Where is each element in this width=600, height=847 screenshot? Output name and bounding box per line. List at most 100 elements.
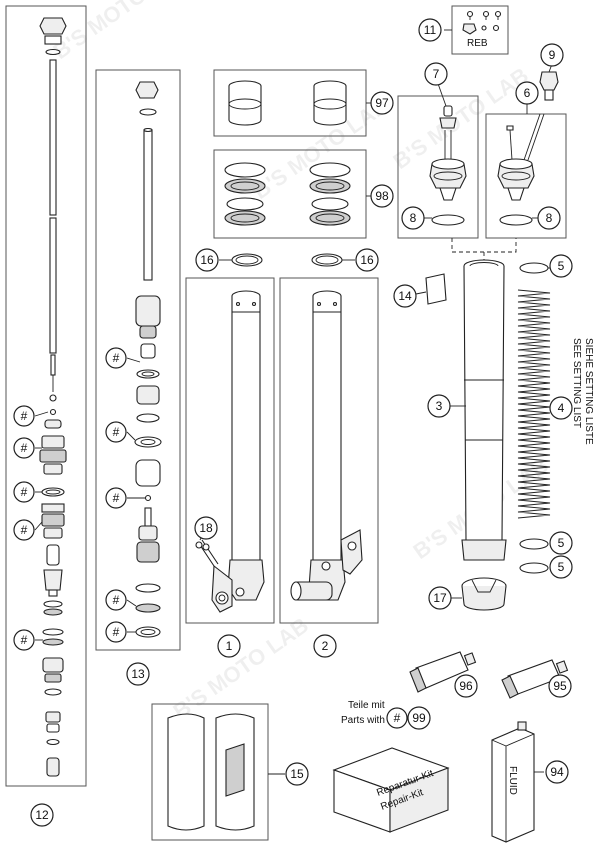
svg-text:96: 96 <box>459 679 473 693</box>
parts-note-de: Teile mit <box>348 700 385 711</box>
svg-text:9: 9 <box>549 48 556 62</box>
callout-94: 94 <box>545 760 569 784</box>
hash-callout: # <box>105 347 127 369</box>
spring-setting-label-de: SIEHE SETTING LISTE <box>583 338 594 445</box>
part-94-fluid-can: FLUID <box>491 721 544 843</box>
hash-callout: # <box>105 589 127 611</box>
group-11-reb-kit <box>444 5 509 55</box>
callout-6: 6 <box>515 81 539 105</box>
callout-12: 12 <box>30 803 54 827</box>
group-16-rings <box>219 253 355 267</box>
svg-text:#: # <box>21 441 28 455</box>
assembly-connector <box>451 238 517 262</box>
svg-text:4: 4 <box>558 401 565 415</box>
svg-text:13: 13 <box>131 667 145 681</box>
group-box <box>151 703 269 841</box>
svg-text:7: 7 <box>433 67 440 81</box>
group-4-spring <box>517 289 551 519</box>
callout-2: 2 <box>313 634 337 658</box>
callout-14: 14 <box>393 284 417 308</box>
svg-text:#: # <box>394 711 401 725</box>
svg-text:97: 97 <box>375 96 389 110</box>
callout-13: 13 <box>126 662 150 686</box>
part-14-sticker <box>415 273 447 305</box>
svg-text:8: 8 <box>546 211 553 225</box>
callout-98: 98 <box>370 184 394 208</box>
callout-4: 4 <box>549 396 573 420</box>
part-96-grease-tube <box>409 651 477 693</box>
spring-setting-label-en: SEE SETTING LIST <box>571 338 582 428</box>
callout-15: 15 <box>285 762 309 786</box>
group-box <box>185 277 275 624</box>
hash-callout: # <box>13 629 35 651</box>
group-3-inner-tube <box>450 259 507 561</box>
group-15-fork-guards <box>151 703 285 841</box>
callout-9: 9 <box>540 43 564 67</box>
callout-1: 1 <box>217 634 241 658</box>
group-5-clips <box>519 262 550 574</box>
svg-text:#: # <box>21 633 28 647</box>
part-17-top-cap <box>451 577 507 611</box>
callout-18: 18 <box>194 516 218 540</box>
group-box <box>397 95 479 239</box>
callout-16-right: 16 <box>355 248 379 272</box>
group-1-left-outer-tube <box>185 277 275 624</box>
group-box <box>5 5 87 787</box>
callout-8-right: 8 <box>537 206 561 230</box>
svg-text:#: # <box>113 625 120 639</box>
hash-callout: # <box>13 481 35 503</box>
callout-7: 7 <box>424 62 448 86</box>
svg-text:14: 14 <box>398 289 412 303</box>
group-12-cartridge <box>5 5 87 787</box>
repair-kit-box: Reparatur-Kit Repair-Kit <box>332 747 450 833</box>
hash-callout: # <box>105 621 127 643</box>
callout-11: 11 <box>418 18 442 42</box>
callout-96: 96 <box>454 674 478 698</box>
hash-callout: # <box>13 437 35 459</box>
svg-text:17: 17 <box>433 591 447 605</box>
callout-99: 99 <box>407 706 431 730</box>
hash-callout: # <box>13 519 35 541</box>
svg-text:2: 2 <box>322 639 329 653</box>
svg-text:#: # <box>21 523 28 537</box>
group-97-bushings <box>213 69 371 137</box>
svg-text:98: 98 <box>375 189 389 203</box>
fluid-label: FLUID <box>507 766 518 795</box>
part-95-grease-tube <box>501 659 569 699</box>
part-9-cap <box>539 63 559 101</box>
group-box <box>95 69 181 651</box>
group-box <box>213 149 367 239</box>
svg-text:11: 11 <box>424 23 437 37</box>
watermark-text: B'S MOTO LAB <box>169 613 313 725</box>
svg-text:18: 18 <box>199 521 213 535</box>
group-box <box>485 113 567 239</box>
callout-5-bottom: 5 <box>549 555 573 579</box>
hash-callout: # <box>105 487 127 509</box>
reb-label: REB <box>467 38 488 49</box>
svg-text:16: 16 <box>360 253 374 267</box>
svg-text:94: 94 <box>550 765 564 779</box>
svg-text:#: # <box>113 491 120 505</box>
callout-95: 95 <box>548 674 572 698</box>
svg-text:#: # <box>113 593 120 607</box>
svg-text:1: 1 <box>226 639 233 653</box>
callout-5-top: 5 <box>549 254 573 278</box>
svg-text:5: 5 <box>558 536 565 550</box>
callout-97: 97 <box>370 91 394 115</box>
parts-note-en: Parts with <box>341 715 385 726</box>
callout-3: 3 <box>427 394 451 418</box>
svg-text:95: 95 <box>553 679 567 693</box>
svg-text:5: 5 <box>558 259 565 273</box>
svg-text:#: # <box>21 485 28 499</box>
group-box <box>279 277 379 624</box>
hash-callout: # <box>386 707 408 729</box>
group-98-seals <box>213 149 371 239</box>
svg-text:8: 8 <box>410 211 417 225</box>
svg-text:#: # <box>21 409 28 423</box>
group-6-rebound-adjuster <box>485 104 567 239</box>
watermark-text: B'S MOTO LAB <box>49 0 193 64</box>
hash-callout: # <box>13 405 35 427</box>
watermark-text: B'S MOTO LAB <box>389 63 533 175</box>
